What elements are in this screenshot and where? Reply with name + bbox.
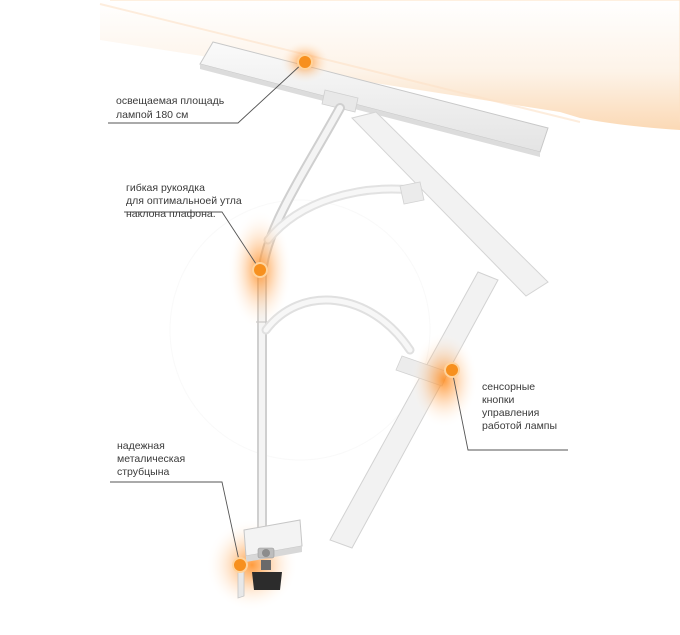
callout-line: надежная <box>117 440 165 452</box>
callout-line: работой лампы <box>482 420 557 432</box>
desk-clamp <box>206 519 303 611</box>
callout-line: освещаемая площадь <box>116 95 225 107</box>
hotspot-markers <box>232 54 460 573</box>
hotspot-marker-icon <box>232 557 248 573</box>
callout-line: кнопки <box>482 394 515 406</box>
callout-illuminated-area: освещаемая площадь лампой 180 см <box>116 95 225 121</box>
light-band <box>99 0 680 130</box>
leader-line-illuminated-area <box>108 61 305 124</box>
callout-line: гибкая рукоядка <box>126 182 205 194</box>
callout-line: металическая <box>117 453 185 465</box>
callout-flexible-arm: гибкая рукоядка для оптимальноей утла на… <box>126 182 242 220</box>
leader-line-touch-buttons <box>451 369 568 451</box>
callout-touch-buttons: сенсорные кнопки управления работой ламп… <box>482 381 557 432</box>
callout-line: лампой 180 см <box>116 109 188 121</box>
leader-line-flexible-arm <box>124 211 261 271</box>
clamp-knob-icon <box>252 560 282 590</box>
callout-line: наклона плафона. <box>126 208 216 220</box>
callout-line: управления <box>482 407 539 419</box>
callout-line: для оптимальноей утла <box>126 195 242 207</box>
hotspot-marker-icon <box>444 362 460 378</box>
callout-metal-clamp: надежная металическая струбцына <box>117 440 185 478</box>
leader-line-metal-clamp <box>110 481 241 566</box>
hotspot-marker-icon <box>252 262 268 278</box>
callout-line: сенсорные <box>482 381 535 393</box>
hotspot-marker-icon <box>297 54 313 70</box>
callout-line: струбцына <box>117 466 170 478</box>
ghost-lamp-outline <box>169 199 431 461</box>
leader-lines <box>108 61 568 566</box>
